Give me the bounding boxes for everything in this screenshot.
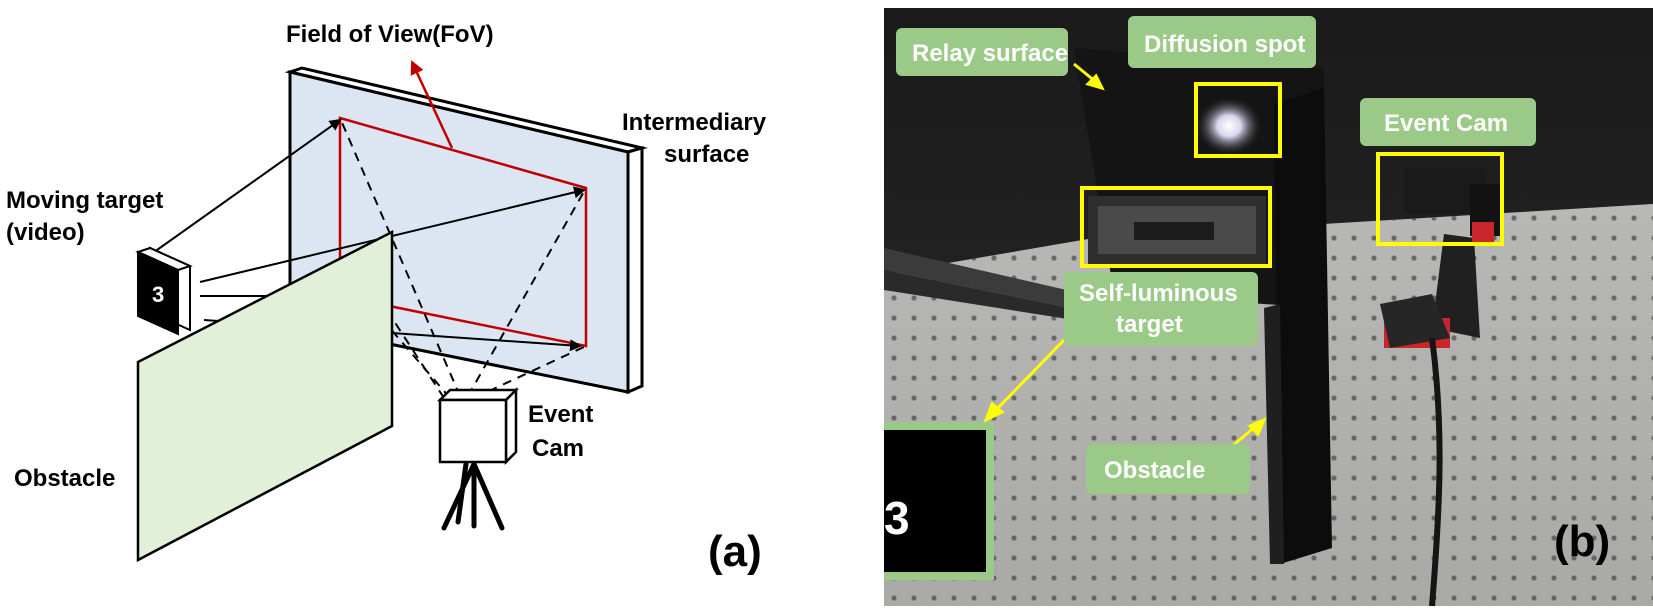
tag-diffusion-spot-text: Diffusion spot [1144, 31, 1305, 58]
panel-b-label: (b) [1554, 517, 1610, 566]
inset-digit: 3 [884, 492, 910, 544]
tag-event-cam: Event Cam [1360, 98, 1536, 146]
event-cam-box [1376, 152, 1504, 246]
tag-self-luminous-target: Self-luminous target [1064, 272, 1258, 346]
tag-self-luminous-line1: Self-luminous [1079, 280, 1238, 307]
schematic-svg: 3 Field of View(FoV) Intermediary surfac… [6, 21, 767, 576]
moving-target-digit: 3 [152, 282, 164, 307]
tag-relay-surface-text: Relay surface [912, 40, 1068, 67]
moving-target-label-line1: Moving target [6, 187, 163, 214]
tag-event-cam-text: Event Cam [1384, 110, 1508, 137]
moving-target-monitor: 3 [135, 246, 193, 336]
tag-diffusion-spot: Diffusion spot [1128, 16, 1316, 68]
event-camera [436, 386, 520, 531]
setup-photo-svg: Relay surface Diffusion spot Event Cam S… [836, 8, 1653, 607]
inset-target-view: 3 [836, 422, 994, 580]
event-camera-body [1404, 168, 1486, 214]
obstacle-board [1274, 88, 1332, 564]
tag-obstacle: Obstacle [1086, 444, 1250, 494]
panel-a-label: (a) [708, 527, 762, 576]
panel-b-photo: Relay surface Diffusion spot Event Cam S… [836, 8, 1653, 607]
diffusion-spot-box [1194, 82, 1282, 158]
tag-self-luminous-line2: target [1116, 311, 1183, 338]
obstacle-label: Obstacle [14, 465, 115, 492]
tag-relay-surface: Relay surface [896, 28, 1068, 76]
event-cam-label-line1: Event [528, 401, 593, 428]
moving-target-label-line2: (video) [6, 219, 85, 246]
fov-rectangle [338, 60, 588, 348]
panel-a-schematic: 3 Field of View(FoV) Intermediary surfac… [0, 0, 820, 606]
highlight-boxes [1080, 82, 1504, 268]
obstacle-plane [136, 229, 394, 563]
diffusion-glow [1195, 96, 1263, 156]
fov-label: Field of View(FoV) [286, 21, 494, 48]
target-box [1080, 186, 1272, 268]
tag-obstacle-text: Obstacle [1104, 457, 1205, 484]
intermediary-label-line2: surface [664, 141, 749, 168]
event-cam-label-line2: Cam [532, 435, 584, 462]
intermediary-label-line1: Intermediary [622, 109, 767, 136]
